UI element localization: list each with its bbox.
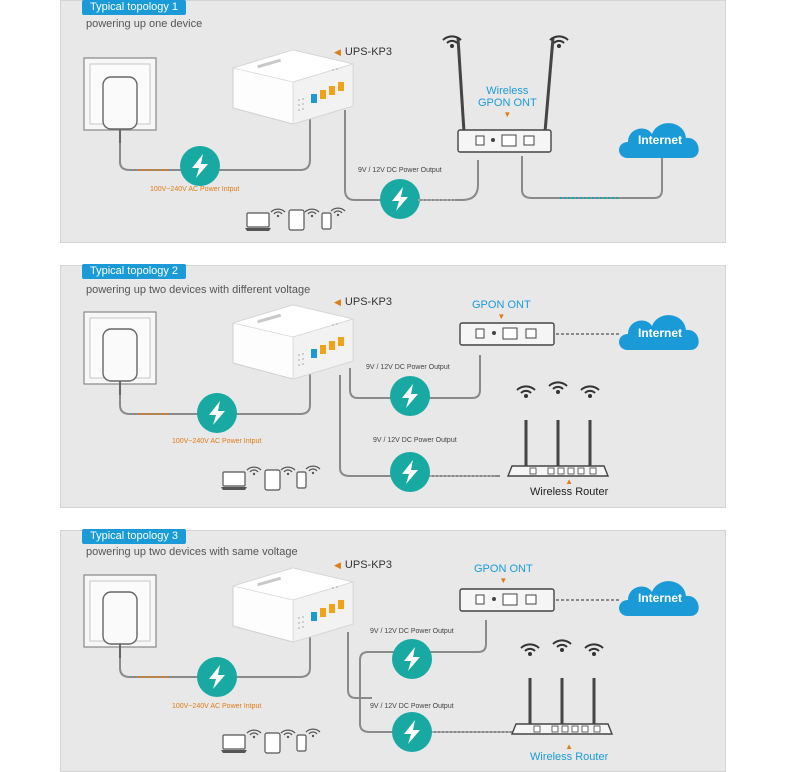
power-adapter-icon <box>102 591 138 659</box>
wifi-icon <box>580 385 600 399</box>
power-adapter-icon <box>102 328 138 396</box>
tablet-icon <box>264 732 281 754</box>
ont-icon <box>459 322 555 346</box>
cloud-label: Internet <box>638 133 683 147</box>
product-label: ◀UPS-KP3 <box>334 559 392 571</box>
dc-output-label: 9V / 12V DC Power Output <box>358 167 442 174</box>
lightning-bolt-icon <box>390 452 430 492</box>
wifi-icon <box>584 643 604 657</box>
laptop-icon <box>244 212 272 232</box>
dc-output-label: 9V / 12V DC Power Output <box>366 364 450 371</box>
product-label: ◀UPS-KP3 <box>334 296 392 308</box>
topology-3-drawing <box>83 567 699 754</box>
dc-output-label: 9V / 12V DC Power Output <box>373 437 457 444</box>
device-label: GPON ONT ▼ <box>472 299 531 321</box>
wifi-icon <box>305 728 321 738</box>
tablet-icon <box>264 469 281 491</box>
wifi-icon <box>330 207 346 217</box>
phone-icon <box>296 471 307 489</box>
topology-2-drawing <box>83 304 699 492</box>
laptop-icon <box>220 471 248 491</box>
lightning-bolt-icon <box>380 179 420 219</box>
dc-output-label: 9V / 12V DC Power Output <box>370 703 454 710</box>
lightning-bolt-icon <box>392 712 432 752</box>
wifi-icon <box>304 208 320 218</box>
ups-device-icon <box>232 304 354 380</box>
topology-subtitle: powering up two devices with different v… <box>86 284 311 296</box>
router-icon <box>506 418 610 478</box>
topology-1-drawing <box>83 35 699 232</box>
wifi-icon <box>516 385 536 399</box>
router-icon <box>510 676 614 736</box>
ac-input-label: 100V~240V AC Power Intput <box>172 703 262 710</box>
wifi-icon <box>520 643 540 657</box>
topology-subtitle: powering up one device <box>86 18 203 30</box>
ont-icon <box>459 588 555 612</box>
wifi-icon <box>270 208 286 218</box>
ups-device-icon <box>232 567 354 643</box>
ups-device-icon <box>232 49 354 125</box>
wifi-icon <box>280 729 296 739</box>
device-label: ▲ Wireless Router <box>530 477 609 499</box>
topology-badge: Typical topology 3 <box>82 529 187 544</box>
lightning-bolt-icon <box>180 146 220 186</box>
wifi-icon <box>280 466 296 476</box>
tablet-icon <box>288 209 305 231</box>
ac-input-label: 100V~240V AC Power Intput <box>172 438 262 445</box>
topology-badge: Typical topology 1 <box>82 0 187 15</box>
laptop-icon <box>220 734 248 754</box>
wifi-icon <box>552 639 572 653</box>
lightning-bolt-icon <box>392 639 432 679</box>
wifi-icon <box>305 465 321 475</box>
phone-icon <box>321 212 332 230</box>
device-label: GPON ONT ▼ <box>474 563 533 585</box>
ac-input-label: 100V~240V AC Power Intput <box>150 186 240 193</box>
lightning-bolt-icon <box>197 393 237 433</box>
topology-badge: Typical topology 2 <box>82 264 187 279</box>
wifi-icon <box>246 729 262 739</box>
wifi-icon <box>246 466 262 476</box>
lightning-bolt-icon <box>390 376 430 416</box>
dc-output-label: 9V / 12V DC Power Output <box>370 628 454 635</box>
power-adapter-icon <box>102 76 138 144</box>
product-label: ◀UPS-KP3 <box>334 46 392 58</box>
cloud-label: Internet <box>638 326 683 340</box>
topology-subtitle: powering up two devices with same voltag… <box>86 546 298 558</box>
device-label: ▲ Wireless Router <box>530 742 609 764</box>
wifi-icon <box>548 381 568 395</box>
cloud-label: Internet <box>638 591 683 605</box>
lightning-bolt-icon <box>197 657 237 697</box>
device-label: Wireless GPON ONT ▼ <box>478 85 537 119</box>
phone-icon <box>296 734 307 752</box>
